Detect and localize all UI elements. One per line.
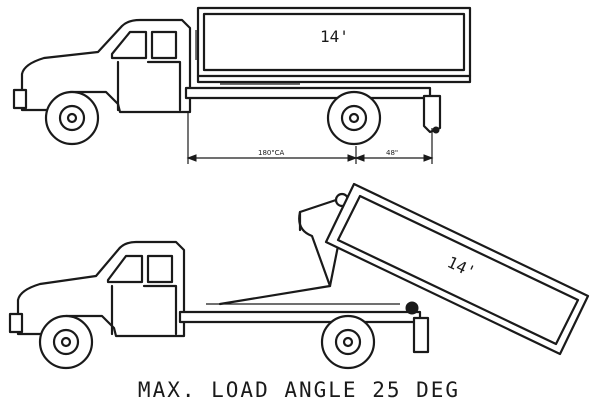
top-truck: 14' 180"CA 48" — [12, 6, 472, 164]
top-truck-rear-leg — [422, 94, 442, 134]
bottom-truck-door — [110, 284, 178, 336]
top-truck-cab — [20, 18, 192, 114]
bottom-truck-rear-wheel — [320, 314, 376, 370]
top-container-label: 14' — [320, 27, 349, 46]
top-container: 14' — [195, 6, 472, 84]
top-truck-windshield — [110, 30, 148, 60]
top-dimensions: 180"CA 48" — [186, 112, 434, 164]
top-truck-rear-wheel — [326, 90, 382, 146]
bottom-truck-rear-leg — [412, 316, 430, 354]
dimension-cab-to-axle: 180"CA — [258, 149, 284, 157]
bottom-truck-hoist-arm — [218, 194, 350, 306]
top-truck-leg-foot — [432, 126, 440, 134]
bottom-truck-side-window — [146, 254, 174, 284]
bottom-truck-hoist-hook — [298, 210, 332, 288]
load-angle-caption: MAX. LOAD ANGLE 25 DEG — [137, 378, 461, 402]
bottom-container: 14' — [324, 182, 590, 356]
bottom-truck: 14' — [8, 182, 590, 370]
bottom-truck-front-wheel — [38, 314, 94, 370]
bottom-truck-frame — [178, 310, 422, 324]
top-truck-door — [116, 60, 182, 112]
top-truck-bumper — [12, 88, 28, 110]
top-truck-front-wheel — [44, 90, 100, 146]
dimension-rear-overhang: 48" — [386, 149, 398, 157]
bottom-truck-windshield — [106, 254, 144, 284]
top-truck-frame — [184, 86, 432, 100]
bottom-container-roller — [405, 301, 419, 315]
bottom-truck-bumper — [8, 312, 24, 334]
top-truck-side-window — [150, 30, 178, 60]
